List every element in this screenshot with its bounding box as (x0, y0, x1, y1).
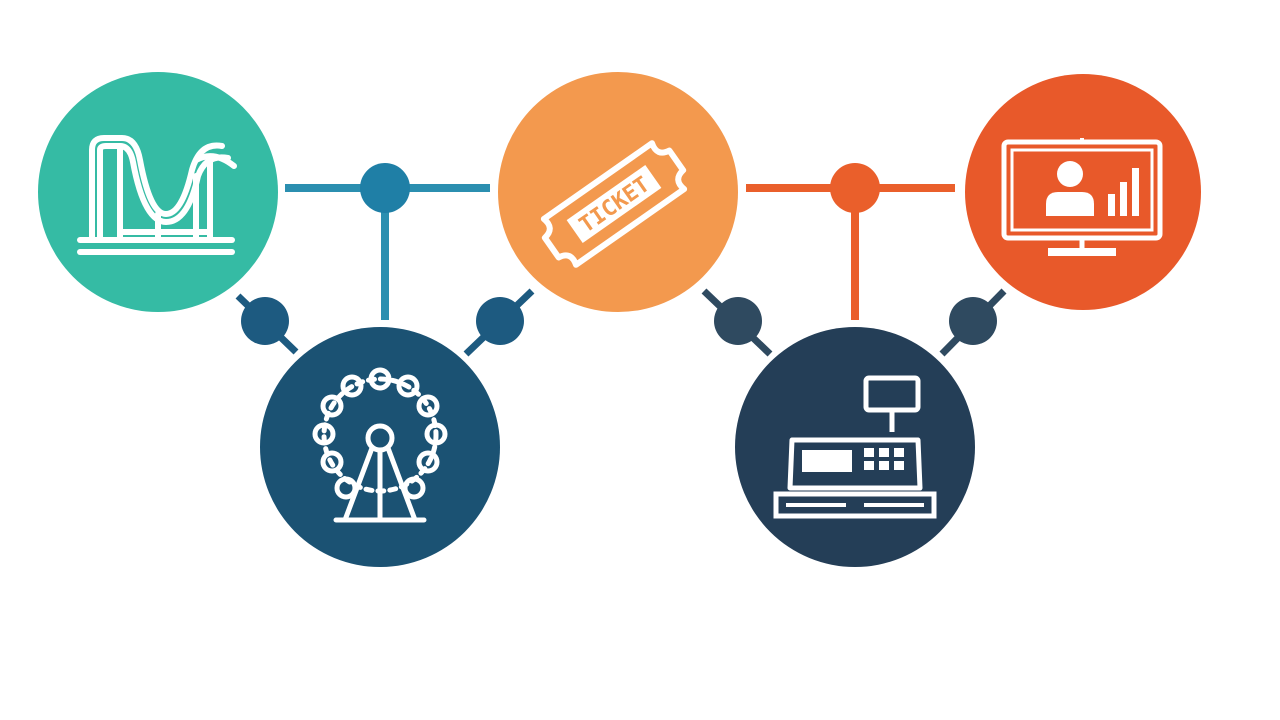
monitor-analytics-icon (1001, 138, 1163, 256)
junction-node-orange (830, 163, 880, 213)
node-analytics-monitor (965, 74, 1201, 310)
bar-chart-icon (1108, 168, 1139, 216)
connector-ticket-to-monitor (746, 163, 955, 320)
link-joint (949, 297, 997, 345)
link-joint (241, 297, 289, 345)
node-cash-register (735, 327, 975, 567)
ferris-wheel-icon (312, 367, 448, 523)
junction-node-teal (360, 163, 410, 213)
node-roller-coaster (38, 72, 278, 312)
node-ferris-wheel (260, 327, 500, 567)
connector-ticket-to-register (701, 288, 773, 357)
roller-coaster-icon (77, 135, 237, 255)
connector-roller-to-ferris (235, 293, 299, 355)
node-ticket: TICKET (498, 72, 738, 312)
user-icon (1057, 161, 1083, 187)
cash-register-icon (773, 375, 937, 519)
connector-roller-to-ticket (285, 163, 490, 320)
link-joint (476, 297, 524, 345)
connector-register-to-monitor (939, 288, 1007, 357)
link-joint (714, 297, 762, 345)
connector-ferris-to-ticket (463, 288, 535, 357)
